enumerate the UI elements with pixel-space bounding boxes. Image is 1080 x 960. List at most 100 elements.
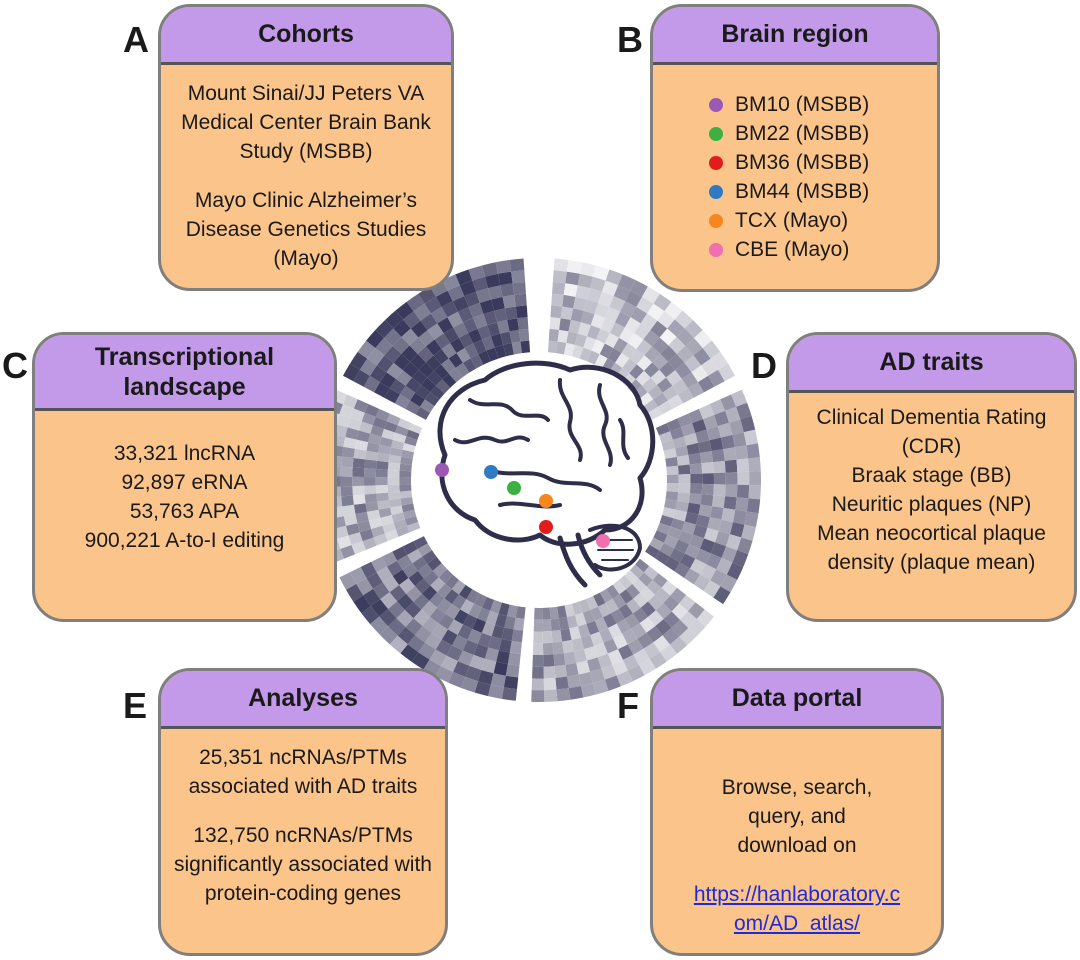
heatmap-cell (606, 584, 620, 599)
heatmap-cell (748, 485, 761, 500)
heatmap-cell (662, 385, 679, 401)
heatmap-cell (507, 652, 521, 666)
heatmap-cell (599, 588, 613, 603)
heatmap-cell (474, 681, 491, 697)
heatmap-cell (501, 687, 518, 701)
heatmap-cell (703, 580, 721, 598)
heatmap-cell (709, 437, 724, 452)
heatmap-cell (725, 484, 738, 498)
heatmap-cell (363, 588, 381, 607)
heatmap-cell (566, 331, 578, 345)
heatmap-cell (685, 337, 703, 356)
heatmap-cell (377, 500, 391, 510)
heatmap-cell (604, 332, 620, 348)
heatmap-cell (580, 683, 596, 698)
heatmap-cell (663, 611, 680, 628)
heatmap-cell (605, 269, 623, 286)
heatmap-cell (393, 319, 411, 337)
heatmap-cell (670, 427, 685, 440)
heatmap-cell (652, 337, 669, 354)
heatmap-cell (404, 515, 419, 526)
heatmap-cell (379, 372, 397, 389)
heatmap-cell (746, 443, 760, 459)
heatmap-cell (563, 283, 578, 297)
heatmap-cell (686, 442, 701, 455)
stat-a-to-i-editing: 900,221 A-to-I editing (84, 529, 285, 552)
heatmap-cell (431, 623, 448, 640)
heatmap-cell (635, 558, 650, 573)
heatmap-cell (725, 472, 738, 485)
heatmap-cell (435, 290, 453, 308)
heatmap-cell (550, 618, 561, 631)
heatmap-cell (459, 280, 477, 297)
heatmap-cell (531, 678, 545, 691)
heatmap-cell (583, 646, 598, 661)
heatmap-cell (618, 575, 633, 590)
heatmap-cell (563, 651, 577, 665)
heatmap-cell (635, 370, 651, 386)
heatmap-cell (699, 538, 716, 554)
heatmap-cell (667, 319, 685, 337)
heatmap-cell (400, 496, 414, 506)
heatmap-cell (472, 618, 486, 633)
analysis-protein-coding: 132,750 ncRNAs/PTMs significantly associ… (174, 824, 432, 905)
region-dot-cbe (596, 534, 610, 548)
heatmap-cell (736, 402, 752, 420)
heatmap-cell (415, 625, 432, 643)
heatmap-cell (676, 328, 695, 346)
heatmap-cell (348, 532, 363, 546)
heatmap-cell (701, 358, 719, 376)
heatmap-cell (676, 454, 690, 466)
heatmap-cell (664, 499, 678, 510)
heatmap-cell (495, 613, 507, 628)
heatmap-cell (646, 580, 662, 595)
panel-letter-f: F (617, 685, 639, 726)
heatmap-cell (679, 594, 696, 612)
heatmap-cell (437, 583, 452, 599)
heatmap-cell (681, 423, 696, 437)
heatmap-cell (349, 351, 368, 370)
heatmap-cell (427, 370, 443, 386)
brain-background (419, 360, 659, 600)
heatmap-cell (504, 616, 516, 630)
heatmap-cell (401, 345, 418, 362)
heatmap-cell (643, 642, 660, 659)
heatmap-cell (542, 619, 552, 632)
heatmap-cell (603, 638, 618, 654)
region-label: TCX (Mayo) (735, 209, 849, 232)
cohort-msbb: Mount Sinai/JJ Peters VA Medical Center … (181, 82, 431, 163)
heatmap-cell (488, 285, 503, 300)
heatmap-cell (444, 589, 459, 605)
heatmap-cell (407, 549, 423, 564)
heatmap-cell (364, 476, 376, 486)
heatmap-cell (656, 377, 673, 393)
heatmap-cell (505, 664, 520, 678)
heatmap-cell (341, 446, 355, 459)
heatmap-cell (677, 413, 693, 428)
heatmap-cell (411, 652, 430, 670)
trait-np: Neuritic plaques (NP) (831, 493, 1032, 516)
heatmap-cell (644, 362, 660, 378)
heatmap-cell (718, 363, 736, 382)
heatmap-cell (343, 437, 357, 449)
heatmap-cell (642, 286, 660, 304)
heatmap-cell (370, 525, 385, 538)
heatmap-cell (638, 572, 653, 587)
heatmap-cell (359, 528, 374, 542)
heatmap-cell (647, 384, 663, 400)
heatmap-cell (624, 613, 640, 629)
heatmap-cell (695, 548, 711, 565)
portal-link[interactable]: https://hanlaboratory.com/AD_atlas/ (693, 883, 901, 935)
heatmap-cell (382, 575, 400, 593)
heatmap-cell (579, 598, 591, 613)
panel-data-portal: Data portal Browse, search, query, and d… (650, 668, 944, 956)
heatmap-cell (666, 474, 679, 484)
heatmap-cell (608, 362, 623, 378)
heatmap-cell (729, 419, 744, 435)
heatmap-cell (512, 281, 526, 295)
heatmap-cell (647, 303, 665, 321)
heatmap-cell (437, 598, 453, 614)
heatmap-cell (518, 328, 530, 342)
heatmap-cell (573, 296, 587, 311)
heatmap-cell (594, 302, 610, 318)
